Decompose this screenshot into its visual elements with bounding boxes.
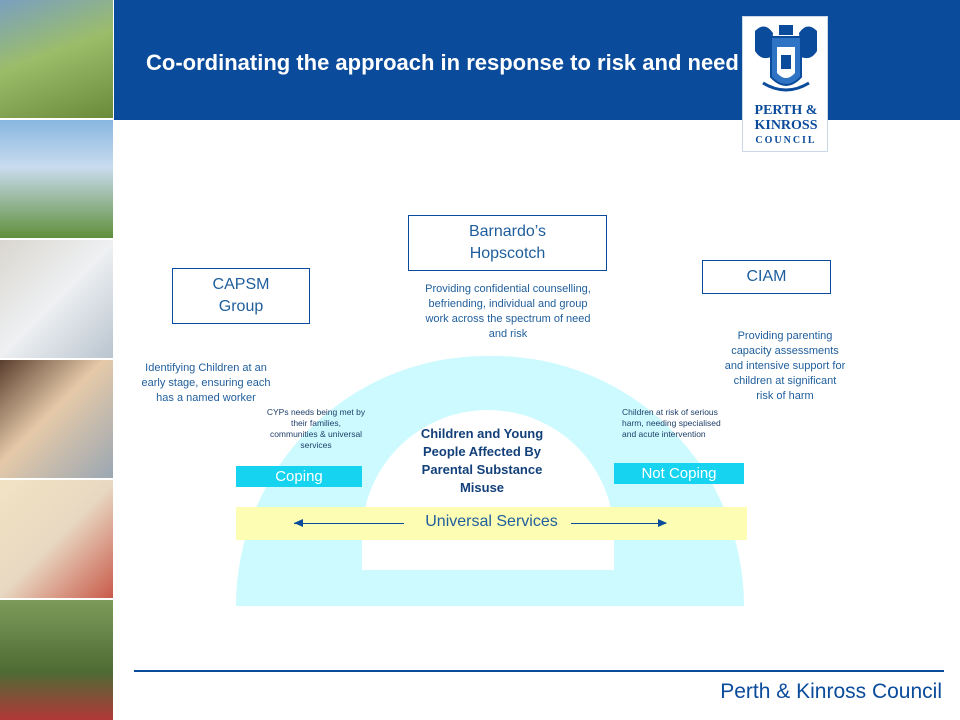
header-banner: Co-ordinating the approach in response t… [114,0,960,120]
not-coping-bar: Not Coping [614,463,744,484]
photo-child-playing [0,120,113,238]
council-crest-icon [755,25,817,92]
agency-description-barnardos: Providing confidential counselling, befr… [425,283,591,340]
coping-bar: Coping [236,466,362,487]
logo-line-3: COUNCIL [755,135,817,146]
arrow-left-icon [294,519,303,527]
agency-box-ciam: CIAM [702,260,831,294]
page-title: Co-ordinating the approach in response t… [146,50,739,75]
coping-note: CYPs needs being met by their families, … [266,407,366,450]
council-logo: PERTH & KINROSS COUNCIL [742,16,828,152]
photo-recycling-truck [0,0,113,118]
agency-box-capsm: CAPSM Group [172,268,310,324]
center-label: Children and Young People Affected By Pa… [420,426,544,495]
photo-care-visit [0,480,113,598]
logo-line-2: KINROSS [754,118,818,133]
agency-label-barnardos: Barnardo’s Hopscotch [468,223,547,262]
universal-services-band: Universal Services [236,507,747,540]
coping-label: Coping [275,468,323,485]
agency-description-capsm: Identifying Children at an early stage, … [141,362,271,404]
agency-box-barnardos: Barnardo’s Hopscotch [408,215,607,271]
agency-description-ciam: Providing parenting capacity assessments… [724,330,846,402]
arrow-right-line [571,523,666,524]
not-coping-note: Children at risk of serious harm, needin… [622,407,721,439]
arrow-left-line [294,523,404,524]
photo-outdoor-group [0,600,113,720]
not-coping-label: Not Coping [641,465,717,482]
universal-services-label: Universal Services [419,513,564,530]
arrow-right-icon [658,519,667,527]
footer-divider [134,670,944,672]
photo-office-meeting [0,240,113,358]
photo-staff-at-computer [0,360,113,478]
logo-line-1: PERTH & [754,103,818,118]
agency-label-ciam: CIAM [746,268,787,285]
footer-brand: Perth & Kinross Council [720,680,942,703]
photo-strip [0,0,114,720]
agency-label-capsm: CAPSM Group [212,276,270,315]
